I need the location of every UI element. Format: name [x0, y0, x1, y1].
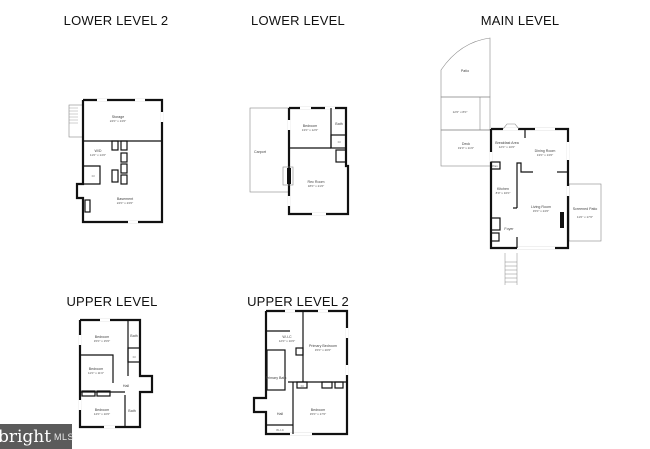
patio-label: Patio	[461, 69, 469, 73]
upper-level-2-title: UPPER LEVEL 2	[247, 294, 349, 309]
kitchen-dims: 8'0" x 16'0"	[496, 191, 511, 195]
foyer-label: Foyer	[504, 227, 514, 231]
ul-bedroom-3-label: Bedroom	[95, 408, 110, 412]
upper-level-2-plan: W-I-C 12'0" x 10'0" Primary Bedroom 15'0…	[252, 309, 349, 436]
wic-dims: 12'0" x 10'0"	[279, 339, 295, 343]
upper-level-plan: Bedroom 15'0" x 15'0" Bath Bedroom 11'0"…	[78, 318, 154, 429]
ll-closet-label: Cl	[338, 140, 341, 144]
rec-room-label: Rec Room	[308, 180, 325, 184]
closet-label: Cl	[92, 174, 95, 178]
lower-level-2-plan: Storage 24'0" x 13'0" W/D 11'0" x 14'0" …	[68, 98, 164, 224]
lower-level-2-title: LOWER LEVEL 2	[63, 13, 169, 28]
main-level-plan: Patio 12'0" x 8'0" Deck 19'0" x 11'0" Br…	[440, 37, 602, 285]
wd-label: W/D	[95, 149, 102, 153]
ll-bedroom-label: Bedroom	[303, 124, 318, 128]
lower-level-plan: Carport Bedroom 13'0" x 12'0" Bath Rec R…	[249, 106, 350, 216]
upper-level-title: UPPER LEVEL	[66, 294, 158, 309]
living-room-dims: 15'0" x 24'0"	[533, 209, 549, 213]
ul-bedroom-3-dims: 14'0" x 10'0"	[94, 412, 110, 416]
ul2-bedroom-label: Bedroom	[311, 408, 326, 412]
ll-bath-label: Bath	[335, 122, 342, 126]
ul-bedroom-1-dims: 15'0" x 15'0"	[94, 339, 110, 343]
lower-level-title: LOWER LEVEL	[251, 13, 345, 28]
ul-closet-label: Cl	[133, 355, 136, 359]
dining-room-label: Dining Room	[535, 149, 556, 153]
rec-room-dims: 18'0" x 21'0"	[308, 184, 324, 188]
ul-bedroom-2-label: Bedroom	[89, 367, 104, 371]
wd-dims: 11'0" x 14'0"	[90, 153, 106, 157]
watermark-brand: bright	[0, 426, 52, 447]
dining-room-dims: 13'0" x 13'0"	[537, 153, 553, 157]
bright-mls-watermark: bright MLS	[0, 424, 75, 449]
basement-label: Basement	[117, 197, 133, 201]
ul2-closet-label: Cl	[301, 384, 304, 388]
watermark-suffix: MLS	[54, 431, 75, 442]
screened-patio-label: Screened Patio	[573, 207, 598, 211]
breakfast-area-dims: 12'0" x 10'0"	[499, 145, 515, 149]
primary-bath-label: Primary Bath	[266, 376, 287, 380]
main-level-title: MAIN LEVEL	[480, 13, 560, 28]
ul2-wic-small-label: W-I-C	[276, 428, 285, 432]
living-room-label: Living Room	[531, 205, 551, 209]
ul-bath-1-label: Bath	[130, 334, 137, 338]
patio-dims: 12'0" x 8'0"	[453, 110, 468, 114]
ul-bedroom-1-label: Bedroom	[95, 335, 110, 339]
deck-dims: 19'0" x 11'0"	[458, 146, 474, 150]
storage-dims: 24'0" x 13'0"	[110, 119, 126, 123]
kitchen-label: Kitchen	[497, 187, 509, 191]
wic-label: W-I-C	[282, 335, 292, 339]
ul-bedroom-2-dims: 11'0" x 11'0"	[88, 371, 104, 375]
ul-bath-2-label: Bath	[128, 409, 135, 413]
ul-hall-label: Hall	[123, 384, 129, 388]
storage-label: Storage	[112, 115, 125, 119]
basement-dims: 24'0" x 23'0"	[117, 201, 133, 205]
primary-bedroom-label: Primary Bedroom	[309, 344, 337, 348]
ll-bedroom-dims: 13'0" x 12'0"	[302, 128, 318, 132]
deck-label: Deck	[462, 142, 470, 146]
ul2-hall-label: Hall	[277, 412, 283, 416]
screened-patio-dims: 11'0" x 17'0"	[577, 215, 593, 219]
pantry-label: Pan	[492, 164, 498, 168]
carport-label: Carport	[254, 150, 266, 154]
primary-bedroom-dims: 15'0" x 20'0"	[315, 348, 331, 352]
breakfast-area-label: Breakfast Area	[495, 141, 519, 145]
ul2-bedroom-dims: 15'0" x 17'0"	[310, 412, 326, 416]
